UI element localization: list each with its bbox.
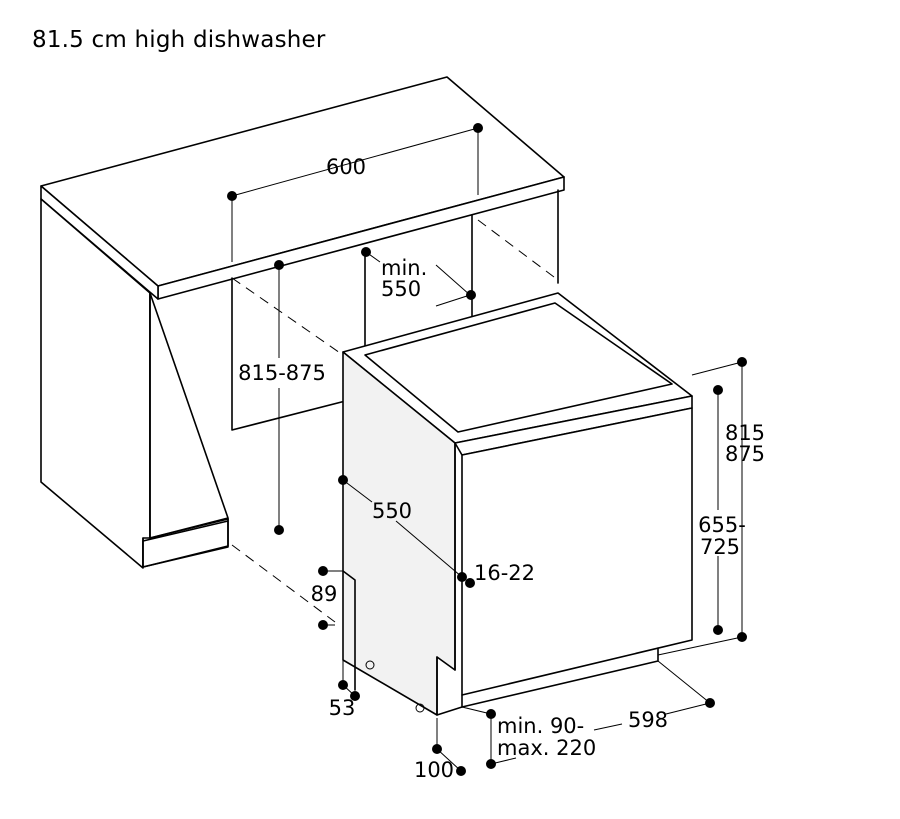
label-door-height-2: 725 (700, 535, 740, 559)
label-appliance-height-2: 875 (725, 442, 765, 466)
diagram-title: 81.5 cm high dishwasher (32, 27, 326, 53)
dishwasher-door (461, 407, 693, 696)
worktop-left-edge (40, 185, 159, 300)
cabinet-side-front (142, 292, 229, 568)
label-door-height-1: 655- (698, 513, 746, 537)
label-niche-depth-2: 550 (381, 277, 421, 301)
label-plinth-gap: 53 (329, 696, 356, 720)
foot-left (365, 660, 375, 670)
dishwasher-top-inset (364, 302, 673, 433)
foot-right (415, 703, 425, 713)
dimension-lines (227, 123, 747, 776)
niche-back-wall (231, 252, 366, 431)
label-plinth-recess: 100 (414, 758, 454, 782)
dimension-labels: 600 min. 550 815-875 815 875 655- 725 55… (238, 155, 765, 782)
label-plinth-height: 89 (311, 582, 338, 606)
label-appliance-depth: 550 (372, 499, 412, 523)
label-niche-height: 815-875 (238, 361, 326, 385)
kitchen-cabinet (40, 76, 565, 623)
label-cabinet-width: 600 (326, 155, 366, 179)
label-appliance-width: 598 (628, 708, 668, 732)
label-door-thickness: 16-22 (474, 561, 535, 585)
label-appliance-height-1: 815 (725, 421, 765, 445)
label-plinth-depth-2: max. 220 (497, 736, 596, 760)
label-plinth-depth-1: min. 90- (497, 714, 584, 738)
label-niche-depth-1: min. (381, 256, 427, 280)
dishwasher (342, 292, 693, 716)
